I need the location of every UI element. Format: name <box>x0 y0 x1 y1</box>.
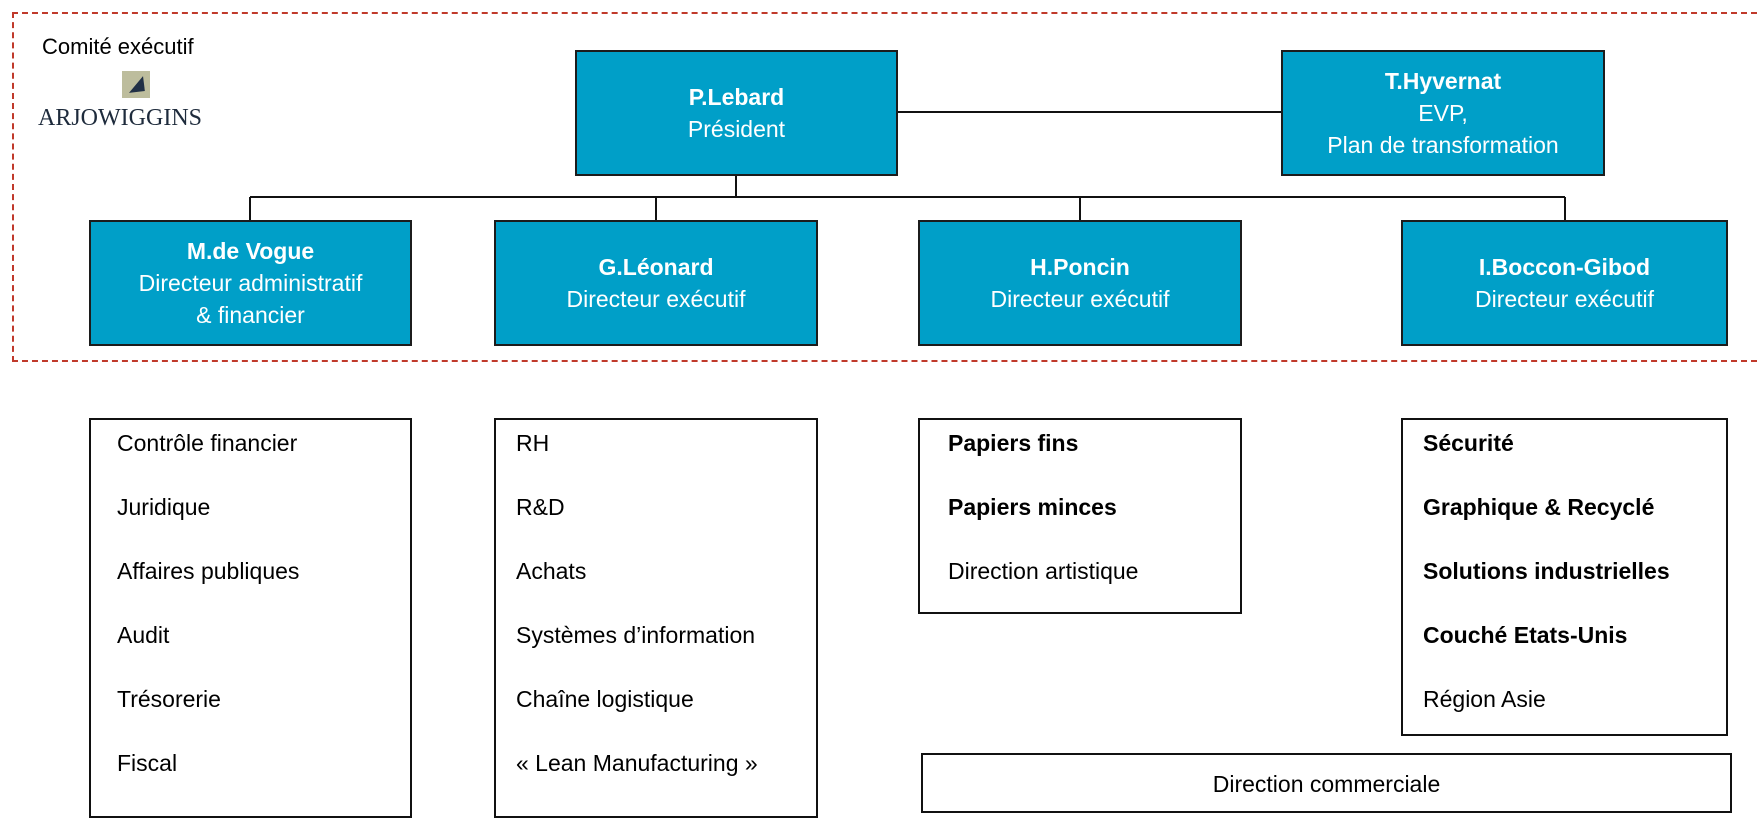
poncin-departments-list: Papiers fins Papiers minces Direction ar… <box>920 420 1240 612</box>
boccon-name: I.Boccon-Gibod <box>1478 254 1651 280</box>
poncin-departments-box: Papiers fins Papiers minces Direction ar… <box>918 418 1242 614</box>
department-item: R&D <box>516 494 565 520</box>
president-role: Président <box>687 116 786 142</box>
department-item: Systèmes d’information <box>516 622 756 648</box>
leonard-departments-list: RH R&D Achats Systèmes d’information Cha… <box>496 420 816 804</box>
evp-box: T.Hyvernat EVP, Plan de transformation <box>1281 50 1605 176</box>
department-item: Fiscal <box>117 750 178 776</box>
logo-text: ARJOWIGGINS <box>38 105 202 131</box>
evp-role-line1: EVP, <box>1418 100 1468 126</box>
evp-name: T.Hyvernat <box>1384 68 1502 94</box>
department-item: Contrôle financier <box>117 430 298 456</box>
department-item: Graphique & Recyclé <box>1423 494 1655 520</box>
department-item: Papiers minces <box>948 494 1117 520</box>
executive-committee-label: Comité exécutif <box>42 34 194 59</box>
poncin-role: Directeur exécutif <box>990 286 1170 312</box>
president-box: P.Lebard Président <box>575 50 898 176</box>
department-item: Sécurité <box>1423 430 1514 456</box>
department-item: Direction artistique <box>948 558 1139 584</box>
department-item: Couché Etats-Unis <box>1423 622 1628 648</box>
department-item: Solutions industrielles <box>1423 558 1670 584</box>
department-item: Trésorerie <box>117 686 221 712</box>
president-name: P.Lebard <box>688 84 785 110</box>
poncin-name: H.Poncin <box>1030 254 1130 280</box>
devogue-role-line1: Directeur administratif <box>138 270 363 296</box>
department-item: RH <box>516 430 550 456</box>
department-item: Audit <box>117 622 170 648</box>
logo-mark-icon <box>122 71 150 98</box>
boccon-departments-list: Sécurité Graphique & Recyclé Solutions i… <box>1403 420 1726 734</box>
department-item: Papiers fins <box>948 430 1079 456</box>
devogue-role-line2: & financier <box>196 302 305 328</box>
poncin-box: H.Poncin Directeur exécutif <box>918 220 1242 346</box>
department-item: « Lean Manufacturing » <box>516 750 758 776</box>
leonard-departments-box: RH R&D Achats Systèmes d’information Cha… <box>494 418 818 818</box>
executive-committee-frame <box>12 12 1757 362</box>
boccon-role: Directeur exécutif <box>1475 286 1654 312</box>
boccon-departments-box: Sécurité Graphique & Recyclé Solutions i… <box>1401 418 1728 736</box>
devogue-departments-box: Contrôle financier Juridique Affaires pu… <box>89 418 412 818</box>
department-item: Chaîne logistique <box>516 686 694 712</box>
devogue-name: M.de Vogue <box>186 238 315 264</box>
department-item: Juridique <box>117 494 211 520</box>
devogue-departments-list: Contrôle financier Juridique Affaires pu… <box>91 420 410 804</box>
department-item: Région Asie <box>1423 686 1546 712</box>
commercial-direction-box: Direction commerciale <box>921 753 1732 813</box>
department-item: Achats <box>516 558 587 584</box>
arjowiggins-logo: ARJOWIGGINS <box>38 68 236 138</box>
devogue-box: M.de Vogue Directeur administratif & fin… <box>89 220 412 346</box>
leonard-role: Directeur exécutif <box>566 286 746 312</box>
department-item: Affaires publiques <box>117 558 300 584</box>
evp-role-line2: Plan de transformation <box>1327 132 1559 158</box>
boccon-box: I.Boccon-Gibod Directeur exécutif <box>1401 220 1728 346</box>
leonard-box: G.Léonard Directeur exécutif <box>494 220 818 346</box>
leonard-name: G.Léonard <box>598 254 714 280</box>
